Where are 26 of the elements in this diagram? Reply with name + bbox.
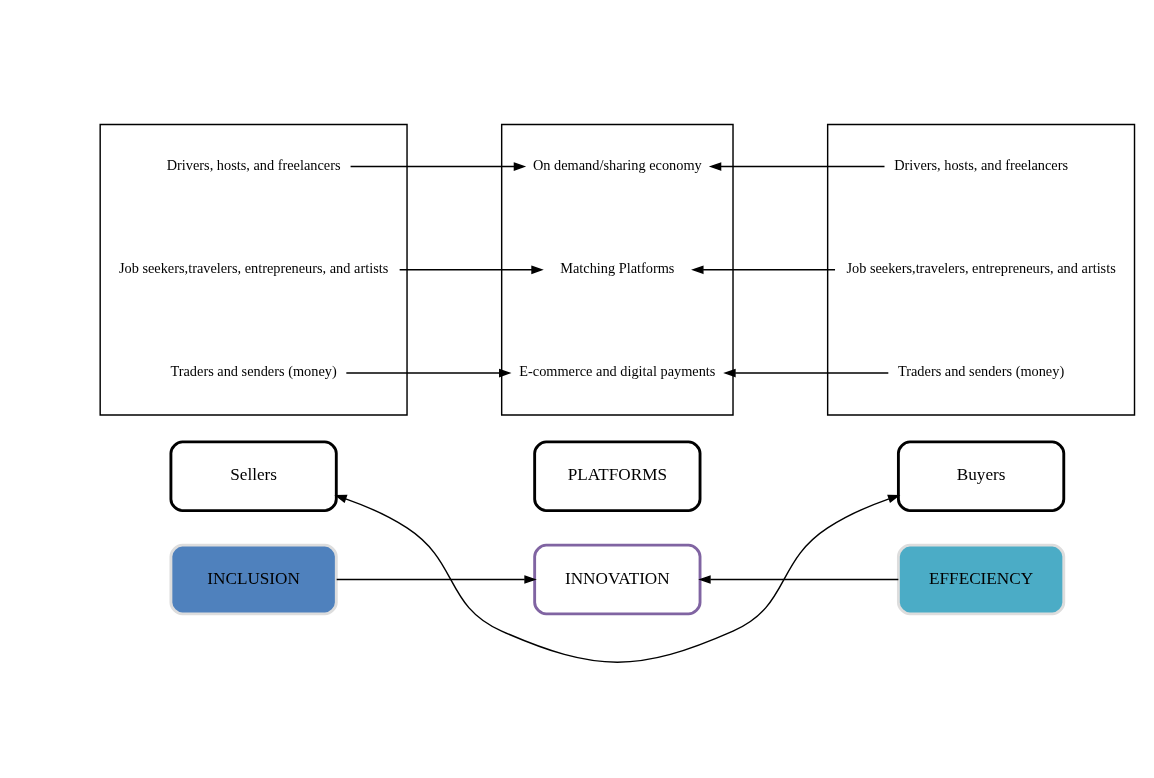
node-text: Traders and senders (money) xyxy=(170,362,337,379)
arrow xyxy=(398,264,544,274)
arrow xyxy=(349,161,527,171)
arrow xyxy=(723,368,890,377)
node-text: Matching Platforms xyxy=(560,259,675,276)
node-text: Job seekers,travelers, entrepreneurs, and artists xyxy=(846,259,1116,276)
node-text: Drivers, hosts, and freelancers xyxy=(894,156,1069,173)
arrow xyxy=(335,574,537,584)
node-text: Drivers, hosts, and freelancers xyxy=(166,156,341,173)
node-box: EFFECIENCY xyxy=(896,543,1066,615)
arrow xyxy=(345,368,512,377)
node-box: Buyers xyxy=(896,439,1066,512)
node-box: PLATFORMS xyxy=(533,439,702,512)
node-text: Job seekers,travelers, entrepreneurs, and artists xyxy=(118,259,389,276)
node-text: Traders and senders (money) xyxy=(897,362,1065,379)
cluster xyxy=(826,123,1136,416)
arrow xyxy=(698,574,900,584)
node-box: INNOVATION xyxy=(533,543,702,615)
arrow xyxy=(691,264,836,274)
node-text: E-commerce and digital payments xyxy=(519,362,716,379)
cluster xyxy=(99,123,408,416)
arrow xyxy=(334,494,901,663)
node-box: INCLUSION xyxy=(169,543,338,615)
arrow xyxy=(708,161,886,171)
node-box: Sellers xyxy=(169,439,338,512)
node-text: On demand/sharing economy xyxy=(532,156,702,173)
